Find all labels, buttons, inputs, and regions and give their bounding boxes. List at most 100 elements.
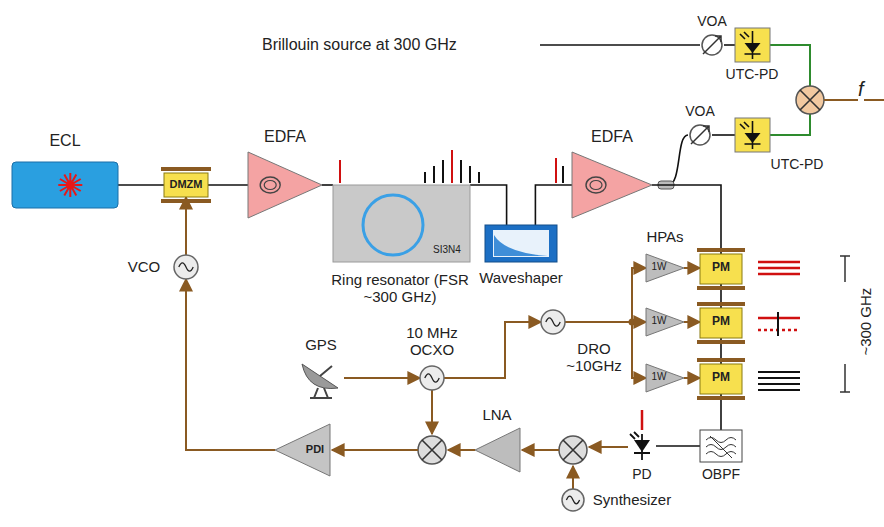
- fiber-connector: [724, 44, 735, 46]
- node-shape: [688, 123, 712, 147]
- rf-connector: [186, 279, 275, 450]
- component-node: VOA: [700, 33, 724, 57]
- component-node: ECL: [12, 162, 118, 208]
- mixer-symbol: [796, 86, 824, 114]
- node-shape: [485, 225, 557, 262]
- spectrum-line: [339, 160, 341, 183]
- rf-connector: [185, 197, 187, 255]
- node-shape: [735, 28, 770, 62]
- spectrum-line: [451, 150, 453, 183]
- component-node: PDI: [275, 424, 330, 476]
- component-node: PM: [700, 254, 742, 284]
- node-label: ECL: [49, 132, 80, 150]
- rf-wire: [522, 449, 559, 451]
- node-shape: [12, 162, 118, 208]
- rf-wire: [572, 466, 574, 489]
- node-shape: [475, 428, 520, 472]
- node-label: PM: [712, 261, 730, 275]
- fiber-connector: [208, 184, 248, 186]
- node-label: PM: [712, 371, 730, 385]
- component-node: DRO ~10GHz: [541, 310, 565, 334]
- node-label: SI3N4: [433, 244, 461, 256]
- node-shape: [174, 255, 198, 279]
- component-node: VOA: [688, 123, 712, 147]
- node-label: EDFA: [591, 128, 633, 146]
- node-label: GPS: [305, 336, 337, 353]
- node-label: DRO ~10GHz: [562, 340, 626, 375]
- rf-wire: [332, 449, 418, 451]
- node-shape: [420, 366, 444, 390]
- fiber-connector: [535, 185, 572, 225]
- node-label: PD: [632, 466, 651, 482]
- node-label: Ring resonator (FSR ~300 GHz): [330, 271, 470, 306]
- node-label: UTC-PD: [771, 156, 824, 172]
- component-node: 1W: [646, 254, 684, 282]
- spectrum-line: [555, 158, 557, 183]
- fiber-line: [540, 44, 700, 46]
- node-shape: [735, 118, 770, 152]
- node-label: LNA: [482, 406, 511, 423]
- mixer-symbol: [418, 436, 446, 464]
- fiber-connector: [322, 184, 333, 186]
- node-shape: [298, 358, 344, 398]
- node-label: Waveshaper: [479, 269, 563, 286]
- component-node: Waveshaper: [485, 225, 557, 262]
- component-node: OBPF: [700, 430, 742, 462]
- node-label: VOA: [697, 13, 727, 29]
- node-label: 1W: [652, 261, 667, 273]
- component-node: UTC-PD: [735, 28, 770, 62]
- fiber-line: [668, 135, 688, 185]
- fiber-connector: [470, 185, 507, 225]
- rf-connector: [684, 321, 700, 323]
- mixer-symbol: [800, 90, 820, 110]
- rf-wire: [589, 446, 628, 448]
- node-label: Synthesizer: [593, 491, 671, 508]
- fiber-connector: [118, 184, 164, 186]
- fiber-connector: [656, 445, 700, 447]
- mixer-symbol: [563, 440, 583, 460]
- component-node: VCO: [174, 255, 198, 279]
- node-label: PM: [712, 315, 730, 329]
- node-label: 1W: [652, 315, 667, 327]
- rf-wire: [431, 390, 433, 434]
- node-label: DMZM: [170, 178, 203, 191]
- text-label: f: [858, 78, 864, 101]
- component-node: 1W: [646, 308, 684, 336]
- fiber-connector: [712, 134, 735, 136]
- component-node: EDFA: [248, 152, 322, 218]
- text-label: ~300 GHz: [857, 288, 874, 356]
- text-label: Brillouin source at 300 GHz: [262, 36, 457, 54]
- output-wire: [824, 99, 884, 101]
- rf-wire: [770, 114, 810, 135]
- mixer-symbol: [422, 440, 442, 460]
- node-shape: [541, 310, 565, 334]
- component-node: PM: [700, 308, 742, 338]
- component-node: PM: [700, 364, 742, 394]
- component-node: SI3N4Ring resonator (FSR ~300 GHz): [333, 185, 470, 262]
- node-label: 1W: [652, 371, 667, 383]
- node-label: VOA: [685, 103, 715, 119]
- rf-connector: [565, 268, 646, 322]
- spectrum-line: [562, 166, 564, 183]
- node-shape: [628, 432, 656, 462]
- component-node: GPS: [298, 358, 344, 398]
- node-label: 10 MHz OCXO: [400, 324, 464, 359]
- text-label: HPAs: [646, 228, 683, 245]
- component-node: EDFA: [572, 152, 652, 218]
- mixer-symbol: [559, 436, 587, 464]
- rf-connector: [444, 322, 541, 378]
- node-label: PDI: [306, 443, 324, 456]
- node-shape: [572, 152, 652, 218]
- span-bracket: [840, 256, 850, 392]
- component-node: 1W: [646, 364, 684, 392]
- component-node: DMZM: [164, 173, 208, 197]
- rf-connector: [344, 377, 420, 379]
- component-node: UTC-PD: [735, 118, 770, 152]
- node-shape: [248, 152, 322, 218]
- node-shape: [562, 489, 584, 511]
- component-node: LNA: [475, 428, 520, 472]
- component-node: PD: [628, 432, 656, 462]
- node-shape: [700, 33, 724, 57]
- rf-wire: [448, 449, 475, 451]
